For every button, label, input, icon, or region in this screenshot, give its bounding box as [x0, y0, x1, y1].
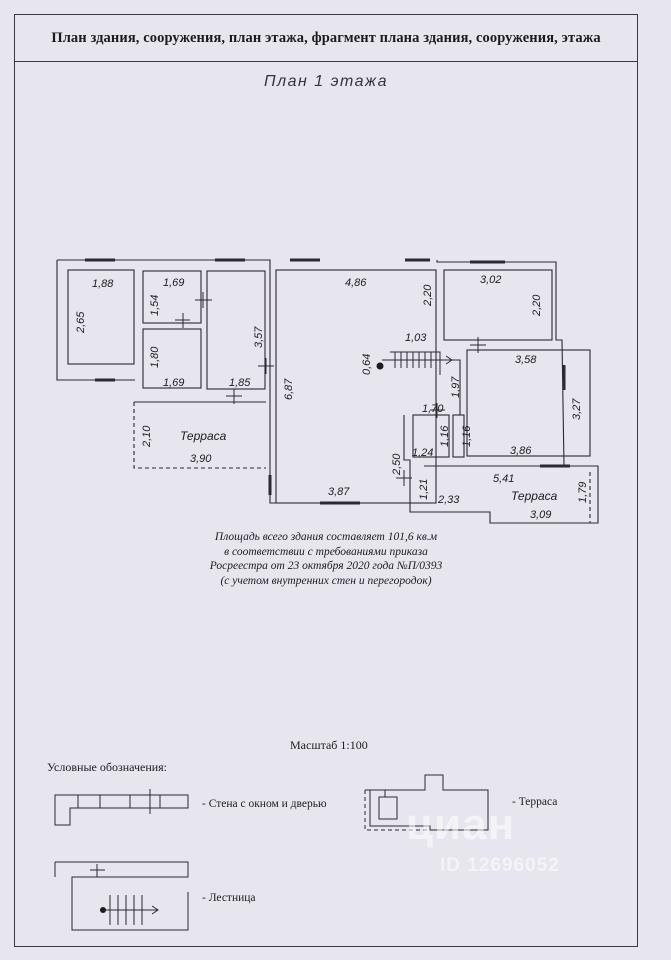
dim-169a: 1,69 — [163, 277, 184, 289]
door-marks — [175, 292, 486, 486]
floor-plan-title: План 1 этажа — [264, 73, 388, 90]
legend-symbols — [54, 774, 489, 931]
legend-terrace-label: - Терраса — [512, 796, 558, 808]
dim-357: 3,57 — [253, 326, 265, 348]
watermark-brand: циан — [406, 800, 516, 849]
dim-124: 1,24 — [412, 447, 433, 459]
dim-170: 1,70 — [422, 403, 444, 415]
plan-windows — [85, 258, 570, 505]
area-note-line-4: (с учетом внутренних стен и перегородок) — [220, 574, 432, 587]
dim-116a: 1,16 — [439, 425, 451, 447]
dim-116b: 1,16 — [461, 425, 473, 447]
dim-302: 3,02 — [480, 274, 501, 286]
legend-title: Условные обозначения: — [47, 760, 168, 774]
dim-220a: 2,20 — [422, 284, 434, 307]
legend-stair-dot — [100, 907, 106, 913]
legend-stairs-label: - Лестница — [202, 892, 256, 904]
dim-358: 3,58 — [515, 354, 537, 366]
dim-541: 5,41 — [493, 473, 514, 485]
dim-309: 3,09 — [530, 509, 551, 521]
title-block: План здания, сооружения, план этажа, фра… — [15, 15, 637, 62]
dim-265: 2,65 — [75, 311, 87, 334]
dim-210: 2,10 — [141, 425, 153, 448]
dim-188: 1,88 — [92, 278, 114, 290]
dim-103: 1,03 — [405, 332, 427, 344]
dim-687: 6,87 — [283, 378, 295, 400]
stair-start-dot — [376, 362, 384, 370]
dim-154: 1,54 — [149, 295, 161, 316]
document-title: План здания, сооружения, план этажа, фра… — [51, 29, 601, 46]
terrace-right-label: Терраса — [511, 489, 558, 503]
dim-386: 3,86 — [510, 445, 532, 457]
document-sheet: План здания, сооружения, план этажа, фра… — [14, 14, 638, 947]
dim-390: 3,90 — [190, 453, 212, 465]
dim-179: 1,79 — [577, 482, 589, 503]
area-note-line-1: Площадь всего здания составляет 101,6 кв… — [214, 531, 438, 543]
dim-180: 1,80 — [149, 346, 161, 368]
dim-220b: 2,20 — [531, 294, 543, 317]
dim-233: 2,33 — [437, 494, 460, 506]
dim-387: 3,87 — [328, 486, 350, 498]
area-note-line-2: в соответствии с требованиями приказа — [224, 545, 428, 558]
dim-486: 4,86 — [345, 277, 367, 289]
dim-327: 3,27 — [571, 398, 583, 420]
plan-walls — [56, 259, 599, 524]
dim-121: 1,21 — [418, 479, 430, 500]
dim-250: 2,50 — [391, 453, 403, 476]
terrace-left-label: Терраса — [180, 429, 227, 443]
area-note-line-3: Росреестра от 23 октября 2020 года №П/03… — [209, 560, 443, 572]
scale-label: Масштаб 1:100 — [290, 738, 368, 752]
dim-185: 1,85 — [229, 377, 251, 389]
area-note: Площадь всего здания составляет 101,6 кв… — [196, 530, 456, 588]
staircase — [382, 351, 453, 375]
dim-197: 1,97 — [450, 376, 462, 398]
dim-064: 0,64 — [361, 354, 373, 375]
dim-169b: 1,69 — [163, 377, 184, 389]
watermark-id: ID 12696052 — [440, 855, 560, 876]
legend-wall-label: - Стена с окном и дверью — [202, 798, 327, 810]
